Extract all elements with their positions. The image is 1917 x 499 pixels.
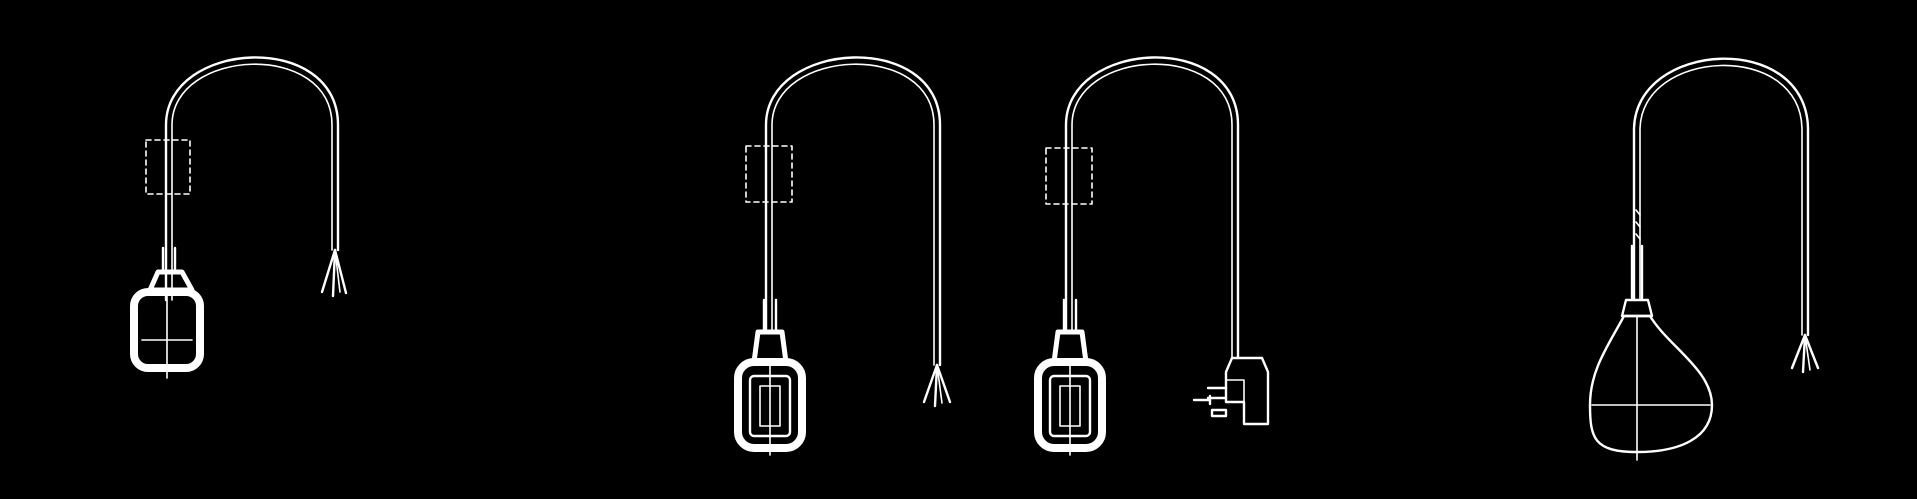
rectangular-float <box>130 246 204 379</box>
cable-inner-line <box>1071 63 1233 359</box>
framed-float <box>734 298 806 456</box>
bare-wires-icon <box>1790 333 1820 374</box>
cable <box>1064 56 1240 360</box>
float-switch-1 <box>130 56 348 379</box>
bare-wires-icon <box>320 248 348 298</box>
float-switch-3 <box>1034 56 1270 456</box>
framed-float <box>1034 298 1106 456</box>
float-switch-2 <box>734 56 952 456</box>
cable-marks <box>1635 209 1641 240</box>
pear-float <box>1588 244 1714 461</box>
cable-clamp <box>1045 147 1093 205</box>
float-switch-4 <box>1588 57 1820 461</box>
cable-inner-line <box>1639 64 1803 336</box>
cable-clamp <box>145 139 191 195</box>
cable-inner-line <box>771 63 935 366</box>
bare-wires-icon <box>922 363 952 408</box>
plug-icon <box>1192 356 1270 426</box>
cable <box>164 56 340 302</box>
cable-clamp <box>745 145 793 203</box>
cable-inner-line <box>171 63 333 301</box>
cable <box>1632 57 1810 337</box>
cable <box>764 56 942 367</box>
